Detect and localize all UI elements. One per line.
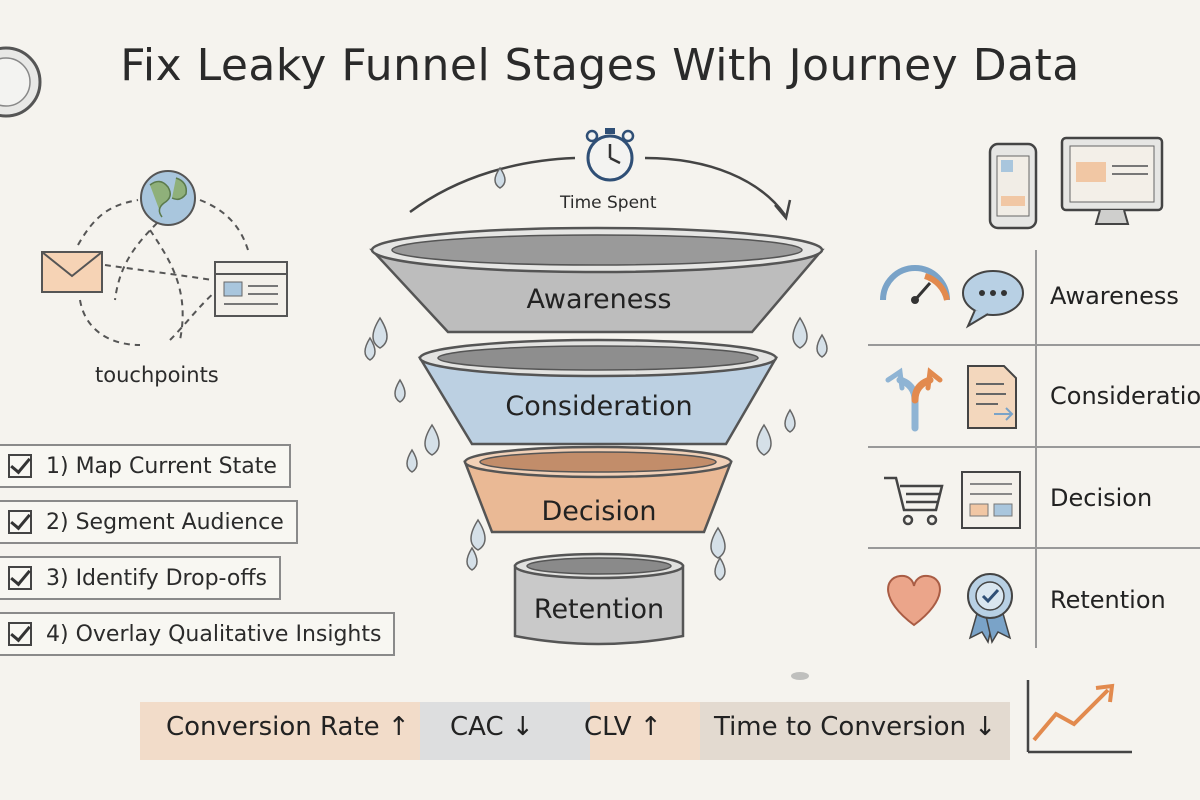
time-arrow [409, 156, 792, 221]
droplet-icon [494, 166, 506, 189]
stage-list-consideration: Consideration [1050, 382, 1200, 410]
stage-table-lines [868, 250, 1200, 648]
metric-time-to-conversion: Time to Conversion ↓ [714, 712, 997, 742]
metric-clv: CLV ↑ [584, 712, 662, 742]
metric-conversion-rate: Conversion Rate ↑ [166, 712, 410, 742]
stage-list-awareness: Awareness [1050, 282, 1179, 310]
checklist-item-label: 4) Overlay Qualitative Insights [46, 621, 382, 647]
funnel-stage-retention: Retention [533, 594, 665, 625]
funnel-stage-awareness: Awareness [526, 284, 672, 315]
checkbox-checked-icon[interactable] [8, 510, 32, 534]
shopping-cart-icon [884, 476, 944, 526]
checklist-item-label: 1) Map Current State [46, 453, 277, 479]
checkbox-checked-icon[interactable] [8, 454, 32, 478]
checkbox-checked-icon[interactable] [8, 622, 32, 646]
browser-window-icon [214, 261, 288, 317]
smudge-mark [791, 672, 809, 680]
leak-drops [364, 316, 828, 581]
touchpoints-diagram [77, 199, 249, 346]
phone-icon [988, 142, 1038, 230]
checklist-item-label: 2) Segment Audience [46, 509, 284, 535]
funnel-stage-decision: Decision [541, 496, 657, 527]
funnel-stage-consideration: Consideration [505, 391, 693, 422]
funnel [369, 226, 825, 646]
gauge-icon [880, 265, 950, 304]
checklist-item-label: 3) Identify Drop-offs [46, 565, 267, 591]
award-badge-icon [967, 573, 1013, 644]
trend-chart-icon [1026, 680, 1132, 754]
envelope-icon [41, 251, 103, 293]
touchpoints-label: touchpoints [95, 363, 219, 387]
checklist-item[interactable]: 4) Overlay Qualitative Insights [0, 612, 396, 656]
split-arrows-icon [885, 367, 943, 432]
metric-cac: CAC ↓ [450, 712, 534, 742]
checkbox-checked-icon[interactable] [8, 566, 32, 590]
globe-icon [140, 170, 196, 226]
checklist-item[interactable]: 1) Map Current State [0, 444, 291, 488]
time-spent-label: Time Spent [560, 193, 657, 213]
checkout-form-icon [961, 471, 1021, 529]
chat-bubble-icon [962, 270, 1024, 329]
checklist-item[interactable]: 3) Identify Drop-offs [0, 556, 281, 600]
page-title: Fix Leaky Funnel Stages With Journey Dat… [120, 40, 1080, 91]
stage-list-decision: Decision [1050, 484, 1153, 512]
document-icon [967, 365, 1017, 429]
checklist-item[interactable]: 2) Segment Audience [0, 500, 298, 544]
heart-icon [887, 574, 941, 627]
monitor-icon [1060, 136, 1164, 225]
metrics-strip [140, 702, 1010, 760]
stopwatch-icon [585, 128, 635, 182]
stage-list-retention: Retention [1050, 586, 1166, 614]
corner-circle-icon [0, 46, 42, 118]
